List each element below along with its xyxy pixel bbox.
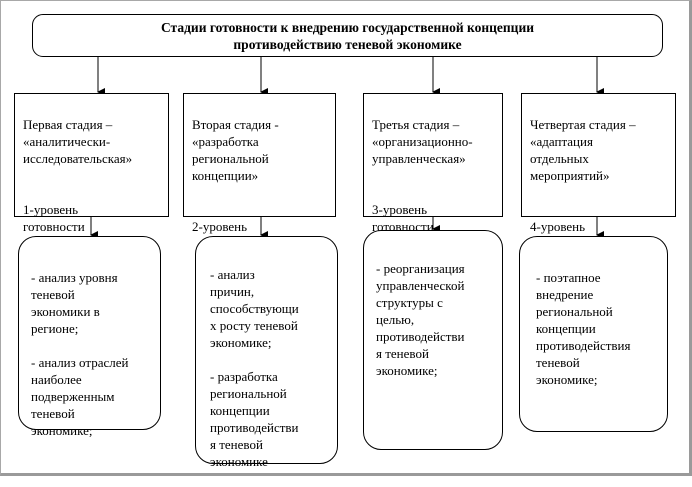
stage-box-1: Первая стадия – «аналитически- исследова… [14, 93, 169, 234]
detail-box-4: - поэтапное внедрение региональной конце… [519, 236, 668, 432]
stage-box-3: Третья стадия – «организационно- управле… [363, 93, 503, 234]
detail-box-2: - анализ причин, способствующи х росту т… [195, 236, 338, 469]
detail-box-3: - реорганизация управленческой структуры… [363, 230, 503, 450]
stage-name: Третья стадия – «организационно- управле… [372, 117, 473, 166]
detail-item: - анализ отраслей наиболее подверженным … [31, 355, 129, 438]
connector-lines [90, 57, 604, 239]
stage-name: Четвертая стадия – «адаптация отдельных … [530, 117, 636, 183]
detail-item: - разработка региональной концепции прот… [210, 369, 299, 469]
stage-level: 4-уровень [530, 219, 586, 234]
stage-box-4: Четвертая стадия – «адаптация отдельных … [521, 93, 676, 234]
stage-name: Вторая стадия - «разработка региональной… [192, 117, 279, 183]
detail-item: - анализ причин, способствующи х росту т… [210, 267, 299, 350]
diagram-canvas: Стадии готовности к внедрению государств… [0, 0, 692, 476]
detail-item: - поэтапное внедрение региональной конце… [536, 270, 631, 387]
detail-item: - анализ уровня теневой экономики в реги… [31, 270, 118, 336]
diagram-title: Стадии готовности к внедрению государств… [32, 14, 663, 57]
detail-item: - реорганизация управленческой структуры… [376, 261, 465, 378]
detail-box-1: - анализ уровня теневой экономики в реги… [18, 236, 161, 438]
stage-level: 2-уровень [192, 219, 248, 234]
stage-level: 1-уровень готовности [23, 202, 85, 234]
stage-box-2: Вторая стадия - «разработка региональной… [183, 93, 336, 234]
stage-name: Первая стадия – «аналитически- исследова… [23, 117, 133, 166]
diagram-title-text: Стадии готовности к внедрению государств… [160, 20, 535, 52]
